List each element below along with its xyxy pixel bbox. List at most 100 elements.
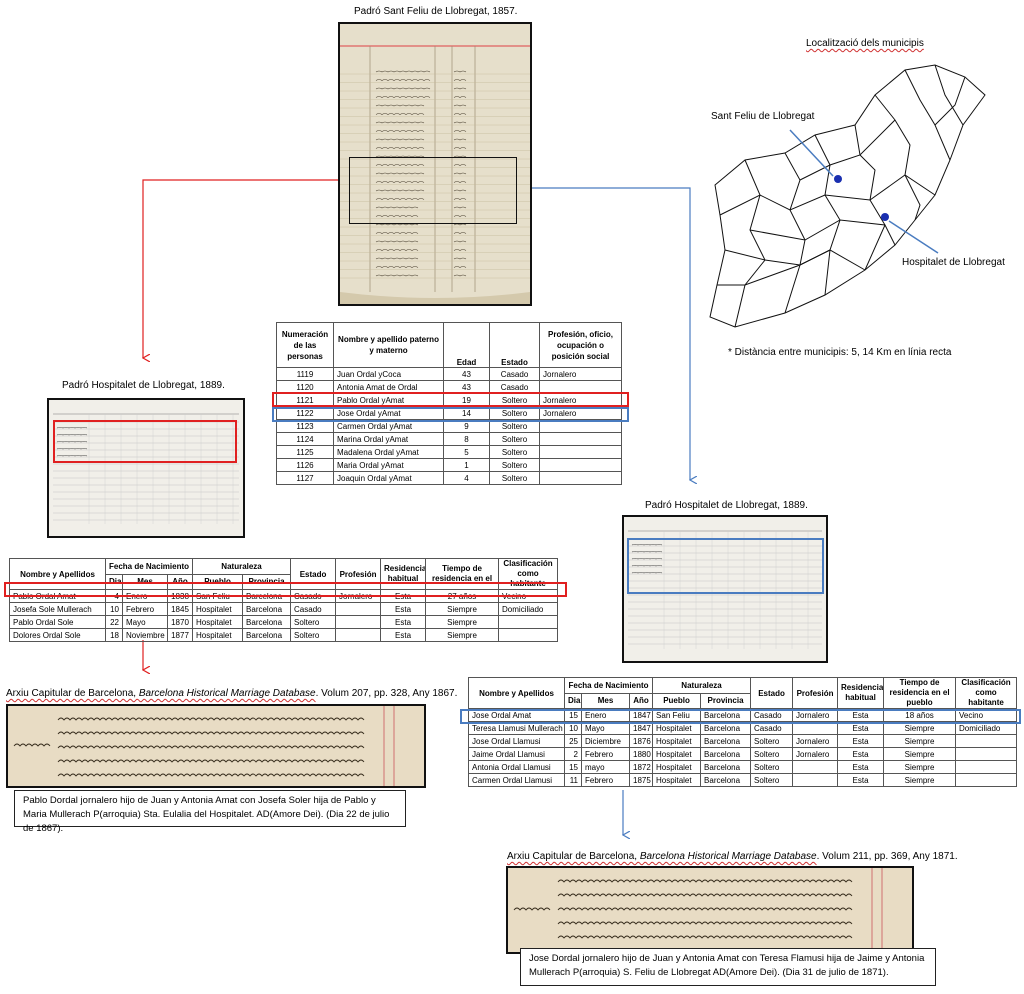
hl-cell: Casado [290,602,337,616]
hl-header-tiempo: Tiempo de residencia en el [425,558,500,590]
hr-cell: Soltero [750,747,794,761]
hospitalet-right-highlight [627,538,824,594]
hr-cell: Soltero [750,773,794,787]
hr-cell [955,734,1018,748]
hl-header-naturaleza: Naturaleza [192,558,292,575]
hr-cell: Esta [837,773,885,787]
hr-cell: Soltero [750,760,794,774]
hr-header-fecha: Fecha de Nacimiento [563,677,654,694]
census-cell [539,458,622,472]
census-cell: Soltero [489,445,540,459]
hr-header-naturaleza: Naturaleza [652,677,752,694]
hr-cell: Esta [837,734,885,748]
hl-cell [335,615,382,629]
hl-header-residencia: Residencia habitual [380,558,427,590]
hr-cell: Antonia Ordal Llamusi [468,760,565,774]
hl-cell: Hospitalet [192,615,244,629]
hospitalet-right-row-highlight [460,709,1021,724]
hr-cell: Barcelona [700,760,752,774]
census-header-estado: Estado [489,322,540,368]
census-cell: Juan Ordal yCoca [333,367,444,381]
hl-cell: 10 [105,602,123,616]
hospitalet-left-row-highlight [4,582,567,597]
hr-cell: Hospitalet [652,773,702,787]
transcription-left: Pablo Dordal jornalero hijo de Juan y An… [14,790,406,834]
census-cell: 1119 [276,367,334,381]
census-header-nombre: Nombre y apellido paterno y materno [333,322,444,368]
census-cell [539,471,622,485]
caption-marriage-right: Arxiu Capitular de Barcelona, Barcelona … [507,851,958,862]
hr-cell: 15 [564,760,582,774]
hr-cell: Jose Ordal Llamusi [468,734,565,748]
hr-header-provincia: Provincia [700,692,752,709]
hr-cell: 1875 [628,773,654,787]
hr-cell: Hospitalet [652,760,702,774]
marriage-document-left [6,704,426,788]
hl-cell: Pablo Ordal Sole [9,615,106,629]
census-cell [539,432,622,446]
census-cell: Soltero [489,471,540,485]
hr-cell: 2 [564,747,582,761]
hr-cell: mayo [581,760,630,774]
hospitalet-dot [881,213,889,221]
hl-cell: Siempre [425,628,500,642]
municipality-map [709,64,986,328]
hr-cell: Siempre [883,760,957,774]
census-cell: 5 [443,445,490,459]
caption-padro-sant-feliu: Padró Sant Feliu de Llobregat, 1857. [354,6,518,17]
census-cell: Madalena Ordal yAmat [333,445,444,459]
hl-cell: 22 [105,615,123,629]
hl-cell: Barcelona [242,602,292,616]
hl-cell: 1870 [166,615,194,629]
hl-cell: Dolores Ordal Sole [9,628,106,642]
hr-cell: Esta [837,760,885,774]
hr-header-tiempo: Tiempo de residencia en el pueblo [883,677,957,709]
hl-cell: 1845 [166,602,194,616]
hl-cell: Siempre [425,615,500,629]
census-cell: 4 [443,471,490,485]
hl-header-estado: Estado [290,558,337,590]
hl-cell: Barcelona [242,615,292,629]
hl-cell: Soltero [290,628,337,642]
hr-header-pueblo: Pueblo [652,692,702,709]
caption-localitzacio: Localització dels municipis [806,38,924,49]
hr-cell: Carmen Ordal Llamusi [468,773,565,787]
census-row-highlight-jose [272,407,629,422]
hr-cell: Barcelona [700,747,752,761]
red-arrow-to-hospitalet-left [143,179,428,358]
transcription-right: Jose Dordal jornalero hijo de Juan y Ant… [520,948,936,986]
hospitalet-left-highlight [53,420,237,463]
hr-cell: Febrero [581,747,630,761]
hl-cell: Hospitalet [192,602,244,616]
hr-cell: Hospitalet [652,734,702,748]
hr-cell: Soltero [750,734,794,748]
hl-cell [498,615,559,629]
distance-note: * Distància entre municipis: 5, 14 Km en… [728,347,952,358]
hr-cell [792,773,839,787]
hl-cell: Noviembre [122,628,168,642]
census-cell: Marina Ordal yAmat [333,432,444,446]
census-document-sant-feliu [338,22,532,306]
sant-feliu-dot [834,175,842,183]
hospitalet-table-left: Nombre y Apellidos Fecha de Nacimiento N… [9,558,559,642]
census-cell: 1126 [276,458,334,472]
hr-cell: Barcelona [700,773,752,787]
census-row-highlight-pablo [272,392,629,407]
hr-cell: 1876 [628,734,654,748]
hl-cell: Esta [380,615,427,629]
hr-cell [955,773,1018,787]
